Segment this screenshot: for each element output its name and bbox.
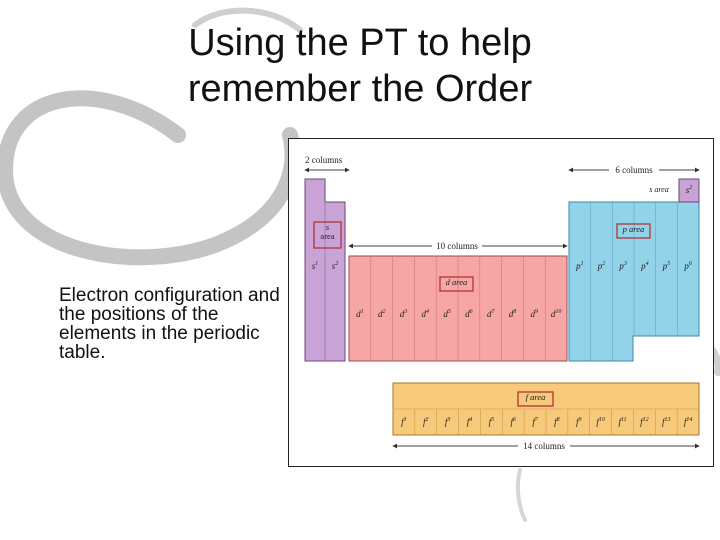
f-orbital-label-6: f6	[510, 417, 516, 427]
f-orbital-label-13: f13	[662, 417, 671, 427]
d-orbital-label-6: d6	[465, 309, 473, 319]
d-orbital-label-4: d4	[422, 308, 430, 319]
f-orbital-label-5: f5	[489, 417, 495, 427]
d-orbital-label-1: d1	[356, 309, 364, 319]
s-orbital-label-2: s2	[332, 261, 339, 271]
title-line-2: remember the Order	[187, 68, 533, 110]
p-orbital-label-6: p6	[683, 261, 692, 271]
f-orbital-label-2: f2	[423, 417, 429, 427]
p-orbital-label-2: p2	[597, 261, 606, 271]
f-orbital-label-7: f7	[532, 417, 539, 427]
d-columns-label-bg	[432, 239, 482, 251]
p-orbital-label-3: p3	[618, 261, 627, 271]
d-orbital-label-7: d7	[487, 309, 496, 319]
d-orbital-label-2: d2	[378, 309, 386, 319]
d-orbital-label-8: d8	[509, 309, 517, 319]
s-area-top-label: s area	[649, 185, 668, 194]
f-orbital-label-3: f3	[445, 417, 451, 427]
s-area-label-box	[313, 221, 342, 249]
f-orbital-label-12: f12	[640, 417, 649, 427]
d-orbital-label-10: d10	[551, 309, 562, 319]
helium-s-box	[678, 178, 700, 203]
p-columns-label: 6 columns	[615, 165, 653, 175]
f-area-label-box	[517, 391, 554, 407]
d-orbital-label-5: d5	[443, 309, 451, 319]
d-orbital-label-9: d9	[531, 309, 539, 319]
d-area-label-text-0: d area	[446, 277, 468, 287]
s-columns-label: 2 columns	[305, 155, 343, 165]
slide-title: Using the PT to help remember the Order	[110, 20, 610, 112]
f-orbital-label-4: f4	[467, 416, 473, 427]
title-line-1: Using the PT to help	[188, 22, 532, 64]
p-orbital-label-4: p4	[640, 260, 649, 271]
f-columns-label-bg	[518, 439, 570, 451]
d-columns-label: 10 columns	[436, 241, 478, 251]
s-area-label-text-0: s	[326, 222, 330, 232]
s-orbital-label-1: s1	[312, 261, 319, 271]
f-orbital-label-9: f9	[576, 417, 582, 427]
f-columns-label: 14 columns	[523, 441, 565, 451]
slide-body-text: Electron configuration and the positions…	[59, 285, 280, 363]
s-area-label-text-1: area	[320, 231, 334, 241]
f-orbital-label-11: f11	[618, 417, 626, 427]
f-orbital-label-1: f1	[401, 417, 407, 427]
p-orbital-label-1: p1	[575, 261, 584, 271]
helium-s-label: s2	[686, 185, 693, 195]
f-orbital-label-10: f10	[596, 417, 605, 427]
p-area-label-box	[616, 223, 651, 239]
f-orbital-label-8: f8	[554, 417, 560, 427]
f-area-label-text-0: f area	[526, 392, 546, 402]
p-orbital-label-5: p5	[662, 261, 671, 271]
d-area-label-box	[439, 276, 474, 292]
d-orbital-label-3: d3	[400, 309, 408, 319]
f-orbital-label-14: f14	[684, 416, 693, 427]
p-area-label-text-0: p area	[622, 224, 645, 234]
p-columns-label-bg	[609, 163, 659, 175]
